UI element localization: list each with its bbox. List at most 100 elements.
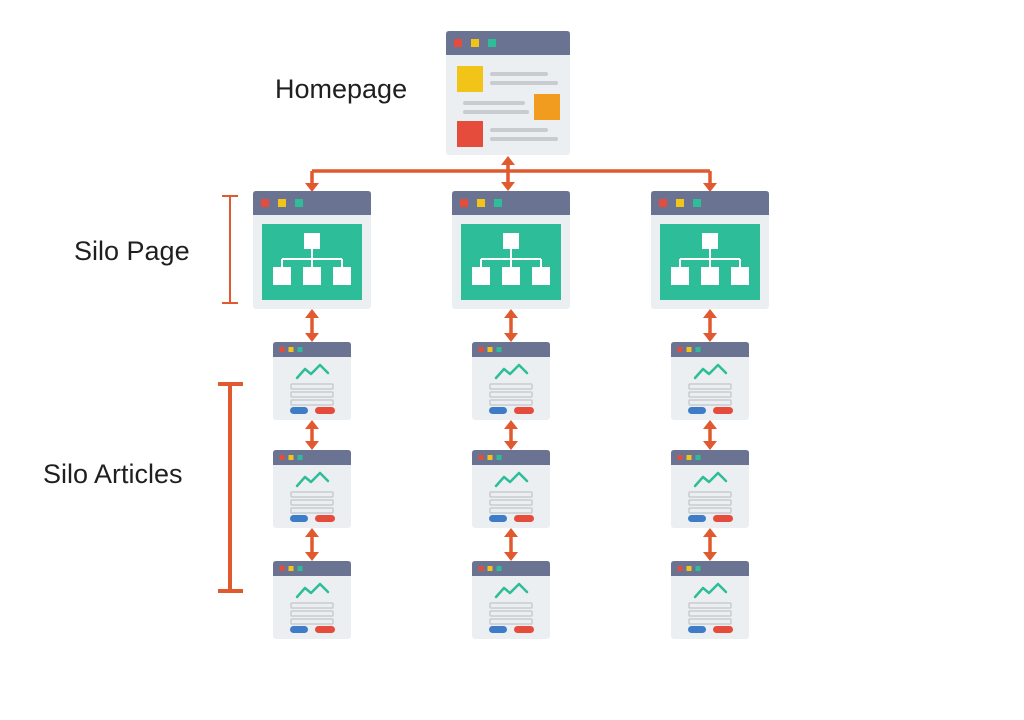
blue-button-pill	[290, 515, 308, 522]
silo-page-label: Silo Page	[74, 236, 190, 266]
arrow-down-icon	[703, 441, 717, 450]
silo-articles-column	[671, 342, 749, 639]
arrow-up-icon	[305, 528, 319, 537]
arrow-down-icon	[703, 183, 717, 192]
text-line	[490, 72, 548, 76]
text-line	[290, 507, 334, 514]
minimize-dot-icon	[477, 199, 485, 207]
close-dot-icon	[454, 39, 462, 47]
maximize-dot-icon	[496, 566, 502, 571]
window-titlebar	[273, 561, 351, 576]
close-dot-icon	[261, 199, 269, 207]
close-dot-icon	[279, 566, 285, 571]
window-titlebar	[671, 561, 749, 576]
silo-page-window	[651, 191, 769, 309]
minimize-dot-icon	[471, 39, 479, 47]
text-line	[688, 507, 732, 514]
silo-articles-column	[273, 342, 351, 639]
line-chart-icon	[295, 582, 330, 599]
blue-button-pill	[688, 407, 706, 414]
connectors-layer	[305, 156, 717, 561]
article-double-arrow	[504, 420, 518, 450]
article-window	[671, 561, 749, 639]
line-chart-icon	[494, 363, 529, 380]
minimize-dot-icon	[686, 566, 692, 571]
text-line	[290, 610, 334, 617]
text-line	[290, 383, 334, 390]
brackets-layer	[218, 195, 243, 593]
text-line	[489, 618, 533, 625]
window-titlebar	[273, 450, 351, 465]
line-chart-icon	[494, 471, 529, 488]
homepage-window	[446, 31, 570, 155]
blue-button-pill	[688, 515, 706, 522]
arrow-up-icon	[703, 309, 717, 318]
article-double-arrow	[703, 528, 717, 561]
text-line	[490, 81, 558, 85]
text-line	[290, 602, 334, 609]
blue-button-pill	[290, 626, 308, 633]
hierarchy-icon	[472, 233, 550, 285]
hierarchy-node	[304, 233, 320, 249]
line-chart-icon	[494, 582, 529, 599]
window-titlebar	[651, 191, 769, 215]
window-titlebar	[472, 450, 550, 465]
arrow-up-icon	[504, 420, 518, 429]
hierarchy-icon	[273, 233, 351, 285]
window-titlebar	[472, 342, 550, 357]
maximize-dot-icon	[695, 347, 701, 352]
article-window	[472, 561, 550, 639]
minimize-dot-icon	[686, 347, 692, 352]
text-line	[489, 499, 533, 506]
close-dot-icon	[677, 347, 683, 352]
text-line	[688, 610, 732, 617]
arrow-down-icon	[703, 333, 717, 342]
minimize-dot-icon	[288, 347, 294, 352]
line-chart-icon	[295, 471, 330, 488]
text-line	[688, 383, 732, 390]
close-dot-icon	[677, 566, 683, 571]
red-button-pill	[315, 407, 335, 414]
minimize-dot-icon	[487, 566, 493, 571]
blue-button-pill	[290, 407, 308, 414]
hierarchy-node	[701, 267, 719, 285]
window-titlebar	[472, 561, 550, 576]
hierarchy-icon	[671, 233, 749, 285]
text-line	[290, 399, 334, 406]
text-line	[688, 399, 732, 406]
red-button-pill	[315, 515, 335, 522]
text-line	[290, 391, 334, 398]
close-dot-icon	[279, 347, 285, 352]
text-line	[463, 101, 525, 105]
hierarchy-node	[472, 267, 490, 285]
home-center-double-arrow	[501, 156, 515, 191]
home-content-block-red	[457, 121, 483, 147]
maximize-dot-icon	[496, 455, 502, 460]
article-window	[472, 450, 550, 528]
hierarchy-node	[333, 267, 351, 285]
silo-page-window	[253, 191, 371, 309]
red-button-pill	[713, 515, 733, 522]
silo-articles-label: Silo Articles	[43, 459, 183, 489]
arrow-up-icon	[504, 309, 518, 318]
arrow-down-icon	[305, 183, 319, 192]
text-line	[490, 128, 548, 132]
arrow-down-icon	[501, 182, 515, 191]
maximize-dot-icon	[496, 347, 502, 352]
maximize-dot-icon	[695, 566, 701, 571]
arrow-down-icon	[305, 333, 319, 342]
text-line	[489, 383, 533, 390]
text-line	[489, 610, 533, 617]
article-window	[472, 342, 550, 420]
window-titlebar	[273, 342, 351, 357]
silo-to-article-double-arrow	[504, 309, 518, 342]
line-chart-icon	[693, 471, 728, 488]
text-line	[290, 491, 334, 498]
hierarchy-node	[702, 233, 718, 249]
window-titlebar	[253, 191, 371, 215]
red-button-pill	[514, 407, 534, 414]
article-window	[671, 342, 749, 420]
minimize-dot-icon	[278, 199, 286, 207]
close-dot-icon	[677, 455, 683, 460]
article-double-arrow	[305, 528, 319, 561]
